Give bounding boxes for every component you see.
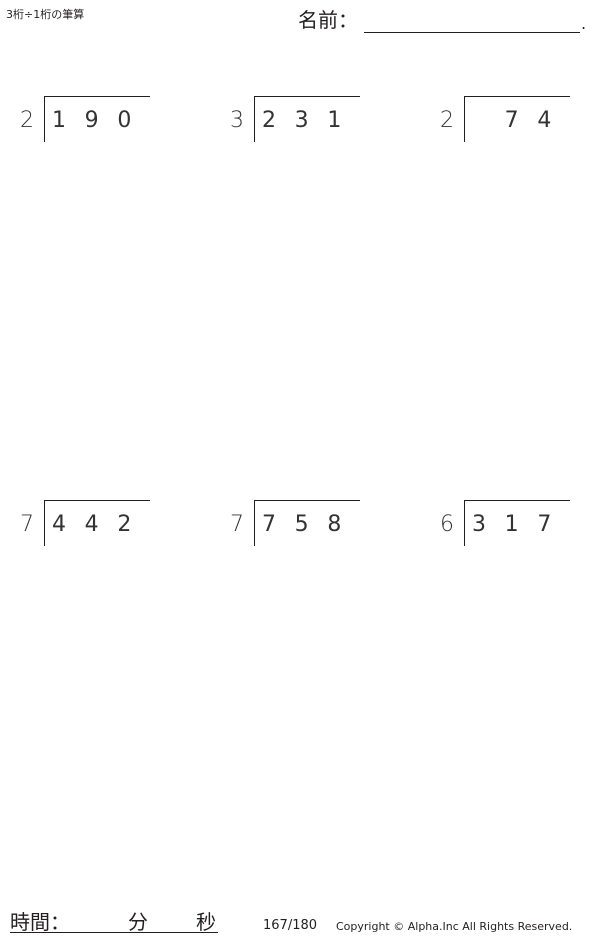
- division-bar: [464, 96, 570, 97]
- time-label: 時間：: [10, 910, 70, 934]
- worksheet-title: 3桁÷1桁の筆算: [6, 8, 85, 21]
- divisor: 6: [440, 512, 454, 537]
- digit: 7: [537, 512, 552, 537]
- divisor: 2: [440, 108, 454, 133]
- division-bracket: [254, 96, 255, 142]
- division-bar: [254, 500, 360, 501]
- division-bar: [464, 500, 570, 501]
- division-bar: [44, 500, 150, 501]
- digit: 4: [537, 108, 552, 133]
- name-field: 名前： .: [298, 4, 586, 33]
- name-input-line[interactable]: [364, 10, 580, 33]
- division-bracket: [464, 500, 465, 546]
- copyright: Copyright © Alpha.Inc All Rights Reserve…: [336, 920, 573, 933]
- digit: 7: [261, 512, 276, 537]
- time-record[interactable]: 時間： 分 秒: [10, 906, 218, 934]
- seconds-label: 秒: [196, 910, 216, 934]
- digit: 7: [504, 108, 519, 133]
- division-bracket: [44, 500, 45, 546]
- digit: 3: [294, 108, 309, 133]
- dividend: 1 9 0: [52, 108, 150, 133]
- division-bar: [44, 96, 150, 97]
- dividend: 7 5 8: [262, 512, 360, 537]
- digit: 2: [261, 108, 276, 133]
- divisor: 2: [20, 108, 34, 133]
- digit: 9: [84, 108, 99, 133]
- divisor: 7: [20, 512, 34, 537]
- digit: 0: [117, 108, 132, 133]
- digit: 1: [327, 108, 342, 133]
- divisor: 3: [230, 108, 244, 133]
- dividend: 3 1 7: [472, 512, 570, 537]
- dividend: 7 4: [472, 108, 570, 133]
- digit: 2: [117, 512, 132, 537]
- digit: 4: [51, 512, 66, 537]
- divisor: 7: [230, 512, 244, 537]
- name-end-mark: .: [581, 14, 587, 33]
- dividend: 4 4 2: [52, 512, 150, 537]
- digit: 5: [294, 512, 309, 537]
- digit: [472, 108, 505, 133]
- division-bracket: [44, 96, 45, 142]
- digit: 3: [471, 512, 486, 537]
- page-number: 167/180: [263, 918, 318, 933]
- digit: 1: [504, 512, 519, 537]
- digit: 8: [327, 512, 342, 537]
- division-bracket: [254, 500, 255, 546]
- dividend: 2 3 1: [262, 108, 360, 133]
- division-bracket: [464, 96, 465, 142]
- division-bar: [254, 96, 360, 97]
- minutes-label: 分: [128, 910, 148, 934]
- digit: 4: [84, 512, 99, 537]
- digit: 1: [51, 108, 66, 133]
- name-label: 名前：: [298, 8, 358, 32]
